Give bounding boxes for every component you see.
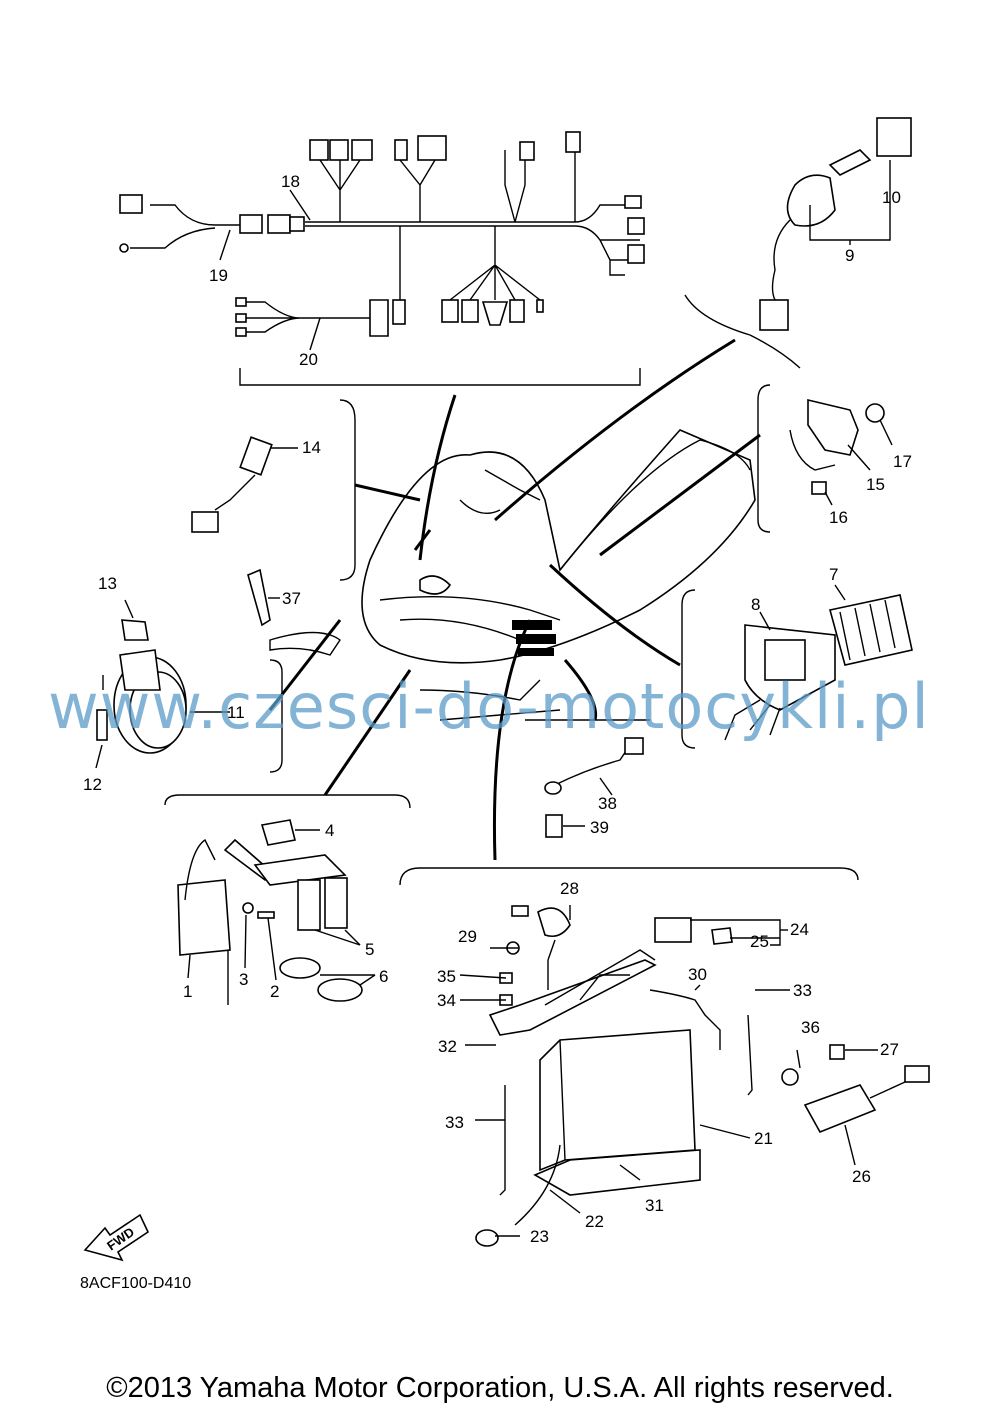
callout-7: 7 xyxy=(829,565,838,584)
regulator-7-8 xyxy=(724,584,913,741)
callout-12: 12 xyxy=(83,775,102,794)
callout-15: 15 xyxy=(866,475,885,494)
main-switch-group xyxy=(684,117,912,369)
callout-2: 2 xyxy=(270,982,279,1001)
battery-group xyxy=(459,905,930,1247)
callout-21: 21 xyxy=(754,1129,773,1148)
callout-9: 9 xyxy=(845,246,854,265)
callout-18: 18 xyxy=(281,172,300,191)
callout-25: 25 xyxy=(750,932,769,951)
band-37 xyxy=(247,568,271,627)
callout-33-lower: 33 xyxy=(445,1113,464,1132)
callout-35: 35 xyxy=(437,967,456,986)
callout-8: 8 xyxy=(751,595,760,614)
callout-27: 27 xyxy=(880,1040,899,1059)
callout-29: 29 xyxy=(458,927,477,946)
ignition-coil-group xyxy=(177,819,376,1005)
callout-19: 19 xyxy=(209,266,228,285)
callout-34: 34 xyxy=(437,991,456,1010)
callout-33-upper: 33 xyxy=(793,981,812,1000)
callout-16: 16 xyxy=(829,508,848,527)
callout-17: 17 xyxy=(893,452,912,471)
copyright-notice: ©2013 Yamaha Motor Corporation, U.S.A. A… xyxy=(106,1372,894,1404)
drawing-code: 8ACF100-D410 xyxy=(80,1275,191,1292)
callout-37: 37 xyxy=(282,589,301,608)
wire-harness-group xyxy=(119,131,645,386)
watermark: www.czesci-do-motocykli.pl xyxy=(48,670,930,743)
callout-labels: 1 2 3 4 5 6 7 8 9 10 11 12 13 14 15 16 1… xyxy=(83,172,912,1246)
horn-11 xyxy=(95,599,230,769)
callout-28: 28 xyxy=(560,879,579,898)
callout-11: 11 xyxy=(227,703,245,722)
callout-4: 4 xyxy=(325,821,334,840)
callout-6: 6 xyxy=(379,967,388,986)
callout-36: 36 xyxy=(801,1018,820,1037)
group-brackets xyxy=(164,384,859,886)
callout-24: 24 xyxy=(790,920,809,939)
callout-26: 26 xyxy=(852,1167,871,1186)
callout-31: 31 xyxy=(645,1196,664,1215)
callout-23: 23 xyxy=(530,1227,549,1246)
callout-14: 14 xyxy=(302,438,321,457)
callout-30: 30 xyxy=(688,965,707,984)
callout-20: 20 xyxy=(299,350,318,369)
callout-13: 13 xyxy=(98,574,117,593)
cdi-unit-15 xyxy=(789,398,893,506)
switch-14 xyxy=(191,436,298,533)
callout-39: 39 xyxy=(590,818,609,837)
fwd-arrow-icon: FWD xyxy=(83,1213,150,1262)
callout-5: 5 xyxy=(365,940,374,959)
callout-10: 10 xyxy=(882,188,901,207)
snowmobile-body xyxy=(268,338,761,861)
callout-38: 38 xyxy=(598,794,617,813)
callout-1: 1 xyxy=(183,982,192,1001)
callout-3: 3 xyxy=(239,970,248,989)
callout-32: 32 xyxy=(438,1037,457,1056)
switch-38-39 xyxy=(544,737,644,838)
callout-22: 22 xyxy=(585,1212,604,1231)
